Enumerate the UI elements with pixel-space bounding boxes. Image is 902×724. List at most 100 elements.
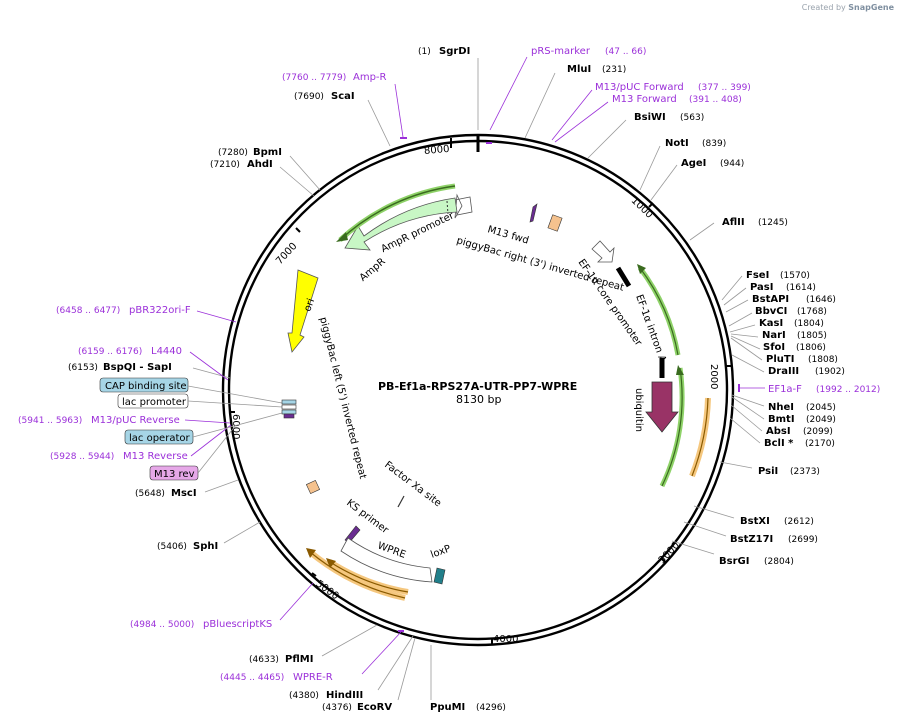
svg-text:(231): (231) [602,65,626,75]
svg-text:M13 Forward: M13 Forward [612,94,677,105]
piggybac-right-box [547,214,563,232]
svg-text:(2049): (2049) [806,415,836,425]
svg-text:BbvCI: BbvCI [755,306,787,317]
svg-text:MscI: MscI [171,488,197,499]
ubiquitin-arrow [645,381,679,433]
svg-text:PsiI: PsiI [758,466,778,477]
svg-text:PflMI: PflMI [285,654,313,665]
ori-label: ori [302,297,317,313]
svg-text:lac operator: lac operator [129,433,190,444]
svg-text:(47 .. 66): (47 .. 66) [605,47,646,57]
svg-text:KS primer: KS primer [344,498,391,537]
svg-text:(1768): (1768) [797,307,827,317]
ori-arrow [287,269,319,353]
svg-text:(1808): (1808) [808,355,838,365]
tick-4000: 4000 [491,634,518,645]
svg-text:MluI: MluI [567,64,591,75]
svg-text:2000: 2000 [708,364,719,389]
svg-text:(944): (944) [720,159,744,169]
svg-text:(2045): (2045) [806,403,836,413]
svg-text:(4296): (4296) [476,703,506,713]
svg-text:(7760 .. 7779): (7760 .. 7779) [282,73,346,83]
svg-text:7000: 7000 [274,241,299,267]
svg-text:3000: 3000 [657,540,682,566]
svg-text:WPRE-R: WPRE-R [293,672,333,683]
svg-text:ubiquitin: ubiquitin [633,388,644,432]
svg-text:(2170): (2170) [805,439,835,449]
svg-text:BmtI: BmtI [768,414,795,425]
svg-text:(1646): (1646) [806,295,836,305]
svg-text:pBR322ori-F: pBR322ori-F [129,305,191,316]
wpre-arrow [340,537,433,583]
svg-text:SphI: SphI [193,541,218,552]
primer-labels: pRS-marker (47 .. 66) M13/pUC Forward (3… [18,46,880,683]
plasmid-center-label: PB-Ef1a-RPS27A-UTR-PP7-WPRE 8130 bp [378,380,578,406]
svg-text:M13/pUC Reverse: M13/pUC Reverse [91,415,180,426]
svg-text:EF1a-F: EF1a-F [768,384,802,395]
svg-text:BclI *: BclI * [764,438,794,449]
svg-text:5000: 5000 [314,578,341,602]
loxp-marker [433,567,446,585]
svg-text:4000: 4000 [493,634,518,645]
svg-text:HindIII: HindIII [326,690,363,701]
svg-text:AgeI: AgeI [681,158,706,169]
svg-text:piggyBac left (5') inverted re: piggyBac left (5') inverted repeat [317,316,368,480]
svg-text:(6153): (6153) [68,363,98,373]
svg-text:CAP binding site: CAP binding site [105,381,187,392]
svg-text:NarI: NarI [762,330,786,341]
svg-text:PpuMI: PpuMI [430,702,465,713]
svg-text:lac promoter: lac promoter [122,397,187,408]
m13-fwd-marker [529,203,538,223]
svg-text:(1614): (1614) [786,283,816,293]
svg-text:BsiWI: BsiWI [634,112,666,123]
right-yellow-arc [689,397,711,478]
tick-8000: 8000 [424,138,452,157]
svg-text:BspQI - SapI: BspQI - SapI [103,362,172,373]
ampr-arrow [344,197,458,251]
svg-text:(1806): (1806) [796,343,826,353]
svg-text:BstXI: BstXI [740,516,770,527]
svg-text:L4440: L4440 [151,346,182,357]
svg-text:M13/pUC Forward: M13/pUC Forward [595,82,684,93]
svg-text:pBluescriptKS: pBluescriptKS [203,619,272,630]
svg-text:loxP: loxP [429,543,452,560]
piggybac-left-box [305,479,321,495]
plasmid-name: PB-Ef1a-RPS27A-UTR-PP7-WPRE [378,380,578,393]
svg-text:BstAPI: BstAPI [752,294,789,305]
svg-text:NheI: NheI [768,402,794,413]
svg-text:(7690): (7690) [294,92,324,102]
svg-text:(6458 .. 6477): (6458 .. 6477) [56,306,120,316]
boxed-labels: CAP binding site lac promoter lac operat… [99,377,283,481]
backbone-outer [221,133,735,647]
svg-text:pRS-marker: pRS-marker [531,46,591,57]
svg-text:(4445 .. 4465): (4445 .. 4465) [220,673,284,683]
svg-text:(5648): (5648) [135,489,165,499]
svg-text:FseI: FseI [746,270,769,281]
svg-text:(1245): (1245) [758,218,788,228]
svg-text:(1804): (1804) [794,319,824,329]
svg-text:(1902): (1902) [815,367,845,377]
svg-text:ScaI: ScaI [331,91,355,102]
svg-text:M13 fwd: M13 fwd [486,224,530,246]
svg-text:(5406): (5406) [157,542,187,552]
svg-text:(4376): (4376) [322,703,352,713]
site-labels-right: (1) SgrDI MluI (231) BsiWI (563) NotI (8… [418,46,845,713]
factor-xa-marker [397,495,405,508]
svg-text:(4380): (4380) [289,691,319,701]
svg-text:EcoRV: EcoRV [357,702,392,713]
svg-text:(2099): (2099) [803,427,833,437]
snapgene-logo: SnapGene [848,3,894,12]
svg-text:(6159 .. 6176): (6159 .. 6176) [78,347,142,357]
svg-text:SfoI: SfoI [763,342,785,353]
ef1a-core-promoter-arrow [591,240,615,263]
svg-text:PluTI: PluTI [766,354,794,365]
svg-text:(4984 .. 5000): (4984 .. 5000) [130,620,194,630]
svg-text:Amp-R: Amp-R [353,72,387,83]
svg-text:AbsI: AbsI [766,426,791,437]
svg-text:AhdI: AhdI [247,159,273,170]
svg-text:6000: 6000 [230,414,241,439]
svg-text:(1992 .. 2012): (1992 .. 2012) [816,385,880,395]
svg-text:M13 rev: M13 rev [154,469,195,480]
svg-text:(2699): (2699) [788,535,818,545]
